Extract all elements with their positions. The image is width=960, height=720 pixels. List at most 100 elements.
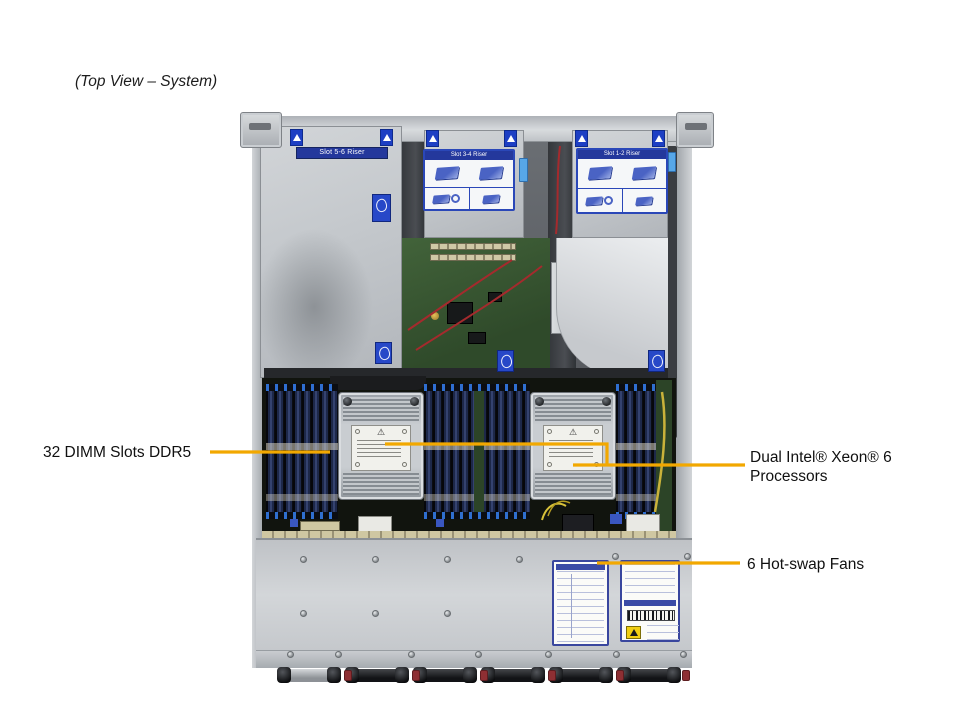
release-tab (519, 158, 528, 182)
chassis-bottom-edge (256, 650, 692, 668)
fan-release-tab (412, 670, 420, 681)
screw (300, 610, 307, 617)
screw (613, 651, 620, 658)
chip (488, 292, 502, 302)
riser-diagram-icon (635, 196, 654, 206)
label-header-bar (624, 600, 676, 606)
screw (545, 651, 552, 658)
fan-release-tab (480, 670, 488, 681)
warning-triangle-icon (575, 130, 588, 147)
dimm-latch-row (424, 512, 530, 519)
connector (626, 514, 660, 532)
callout-fans: 6 Hot-swap Fans (747, 556, 865, 573)
warning-triangle-icon (426, 130, 439, 147)
riser-diagram-icon (434, 166, 460, 181)
label-text-lines (549, 440, 593, 458)
dimm-latch-row (266, 384, 338, 391)
connector (358, 516, 392, 532)
riser-diagram-icon (432, 194, 451, 204)
screw (684, 553, 691, 560)
riser-label-slot-3-4: Slot 3-4 Riser (425, 151, 513, 160)
riser-instruction-sticker: Slot 1-2 Riser (576, 148, 668, 214)
thumbscrew-icon (451, 194, 461, 204)
service-label-left (552, 560, 609, 646)
dimm-latch-row (616, 384, 656, 391)
standoff (431, 312, 439, 320)
screw (612, 553, 619, 560)
fan-release-tab (344, 670, 352, 681)
fan-handle (345, 667, 409, 683)
jumper (290, 519, 298, 527)
chip (468, 332, 486, 344)
thumbscrew-icon (604, 196, 614, 206)
label-header-bar (556, 564, 605, 570)
cpu-install-label: ⚠ (543, 425, 603, 471)
callout-cpu: Dual Intel® Xeon® 6 Processors (750, 449, 892, 485)
release-tab (668, 152, 676, 172)
caution-triangle-icon: ⚠ (568, 427, 578, 437)
warning-triangle-icon (504, 130, 517, 147)
label-text-lines (357, 440, 401, 458)
chassis-right-rail (676, 142, 692, 668)
esd-warning-icon (626, 626, 641, 639)
riser-label-slot-5-6: Slot 5-6 Riser (296, 147, 388, 159)
chassis-ear-right (676, 112, 714, 148)
label-table-rows (557, 571, 604, 643)
label-table-rows (647, 625, 679, 641)
service-label-right (620, 560, 680, 642)
fan-tray-cover (256, 538, 692, 662)
cable-shroud (330, 376, 426, 390)
connector (562, 514, 594, 532)
instruction-sticker-icon (375, 342, 392, 364)
sticker-illustrations (578, 159, 666, 188)
jumper (610, 514, 622, 524)
fan-handle (549, 667, 613, 683)
fan-handle (481, 667, 545, 683)
screw (408, 651, 415, 658)
chip (447, 302, 473, 324)
riser-diagram-icon (587, 166, 613, 181)
riser-label-slot-1-2: Slot 1-2 Riser (578, 150, 666, 159)
fan-handle (277, 667, 341, 683)
jumper (436, 519, 444, 527)
riser-diagram-icon (482, 194, 501, 204)
chassis-ear-left (240, 112, 282, 148)
screw (372, 556, 379, 563)
screw (516, 556, 523, 563)
fan-handle (617, 667, 681, 683)
fan-release-tab (682, 670, 690, 681)
fan-handle (413, 667, 477, 683)
screw (372, 610, 379, 617)
dimm-latch-row (266, 512, 338, 519)
riser-diagram-icon (631, 166, 657, 181)
instruction-sticker-icon (497, 350, 514, 372)
dimm-bank-left (266, 391, 338, 515)
warning-triangle-icon (380, 129, 393, 146)
screw (680, 651, 687, 658)
fan-release-tab (548, 670, 556, 681)
screw (444, 556, 451, 563)
riser-bracket-slot-5-6 (260, 126, 402, 378)
screw (287, 651, 294, 658)
pcb-divider (474, 391, 484, 515)
mezzanine-slot (430, 254, 516, 261)
cpu-heatsink-2: ⚠ (530, 392, 616, 500)
riser-diagram-icon (478, 166, 504, 181)
mezzanine-slot (430, 243, 516, 250)
dimm-latch-row (424, 384, 530, 391)
connector (300, 521, 340, 531)
riser-diagram-icon (585, 196, 604, 206)
sticker-illustrations (425, 186, 513, 210)
label-table-rows (625, 564, 675, 598)
screw (444, 610, 451, 617)
sticker-illustrations (425, 160, 513, 187)
cpu-install-label: ⚠ (351, 425, 411, 471)
callout-dimm-slots: 32 DIMM Slots DDR5 (43, 444, 192, 461)
cpu-heatsink-1: ⚠ (338, 392, 424, 500)
caution-triangle-icon: ⚠ (376, 427, 386, 437)
fan-release-tab (616, 670, 624, 681)
sticker-illustrations (578, 187, 666, 213)
chassis-inner-rail (666, 146, 677, 438)
screw (300, 556, 307, 563)
